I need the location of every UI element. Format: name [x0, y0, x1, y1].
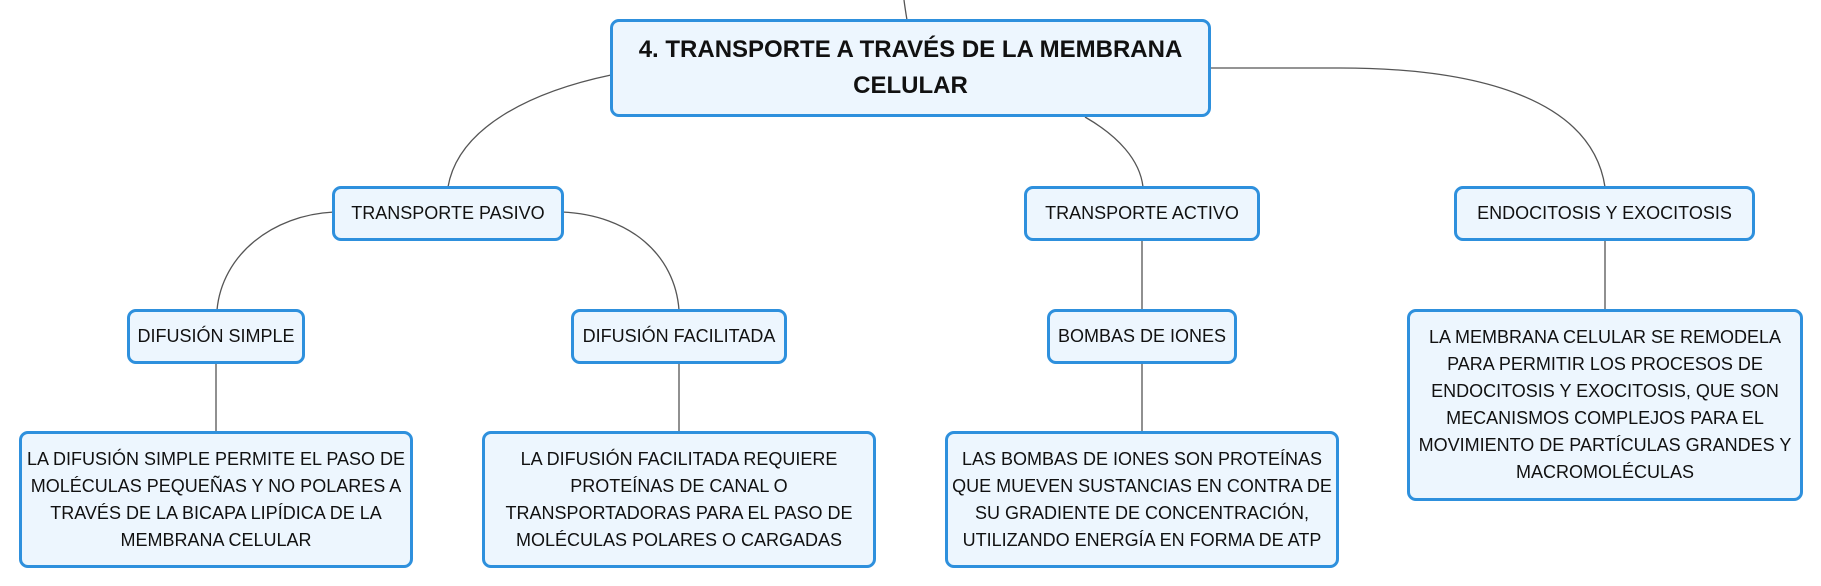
connector-root-endo [1211, 67, 1606, 188]
desc-difusion-facilitada[interactable]: LA DIFUSIÓN FACILITADA REQUIERE PROTEÍNA… [482, 431, 876, 568]
topic-endocitosis-exocitosis[interactable]: ENDOCITOSIS Y EXOCITOSIS [1454, 186, 1755, 241]
connector-root-pasivo [447, 74, 612, 188]
connector-root-top [903, 0, 908, 21]
topic-bombas-de-iones[interactable]: BOMBAS DE IONES [1047, 309, 1237, 364]
desc-difusion-simple-text: LA DIFUSIÓN SIMPLE PERMITE EL PASO DE MO… [26, 448, 406, 550]
connector-root-activo [1084, 116, 1144, 188]
topic-difusion-simple[interactable]: DIFUSIÓN SIMPLE [127, 309, 305, 364]
connector-pasivo-simple [216, 211, 335, 311]
topic-bombas-de-iones-label: BOMBAS DE IONES [1057, 326, 1227, 346]
desc-difusion-facilitada-text: LA DIFUSIÓN FACILITADA REQUIERE PROTEÍNA… [505, 448, 853, 550]
desc-bombas-de-iones-text: LAS BOMBAS DE IONES SON PROTEÍNAS QUE MU… [952, 448, 1332, 550]
desc-endocitosis-exocitosis-text: LA MEMBRANA CELULAR SE REMODELA PARA PER… [1418, 327, 1792, 482]
topic-transporte-activo[interactable]: TRANSPORTE ACTIVO [1024, 186, 1260, 241]
desc-endocitosis-exocitosis[interactable]: LA MEMBRANA CELULAR SE REMODELA PARA PER… [1407, 309, 1803, 501]
topic-transporte-pasivo-label: TRANSPORTE PASIVO [351, 203, 545, 223]
topic-endocitosis-exocitosis-label: ENDOCITOSIS Y EXOCITOSIS [1477, 203, 1732, 223]
desc-bombas-de-iones[interactable]: LAS BOMBAS DE IONES SON PROTEÍNAS QUE MU… [945, 431, 1339, 568]
topic-difusion-simple-label: DIFUSIÓN SIMPLE [137, 326, 295, 346]
topic-transporte-activo-label: TRANSPORTE ACTIVO [1045, 203, 1239, 223]
topic-transporte-pasivo[interactable]: TRANSPORTE PASIVO [332, 186, 564, 241]
root-topic-label: 4. TRANSPORTE A TRAVÉS DE LA MEMBRANA CE… [638, 36, 1183, 99]
connector-pasivo-facilitada [561, 211, 680, 311]
topic-difusion-facilitada[interactable]: DIFUSIÓN FACILITADA [571, 309, 787, 364]
root-topic[interactable]: 4. TRANSPORTE A TRAVÉS DE LA MEMBRANA CE… [610, 19, 1211, 117]
topic-difusion-facilitada-label: DIFUSIÓN FACILITADA [582, 326, 776, 346]
desc-difusion-simple[interactable]: LA DIFUSIÓN SIMPLE PERMITE EL PASO DE MO… [19, 431, 413, 568]
